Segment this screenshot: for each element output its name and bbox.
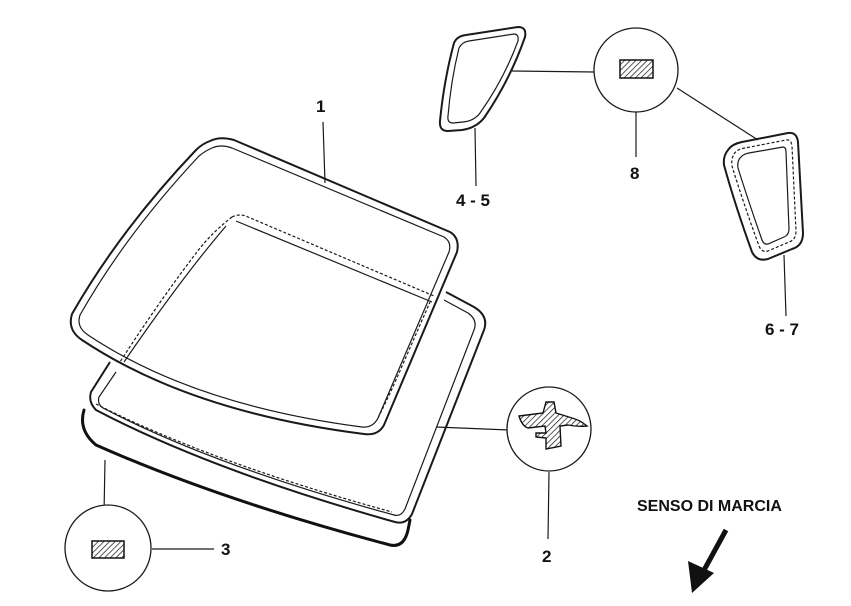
part-label-6-7: 6 - 7 bbox=[765, 320, 800, 339]
seal-detail-circle bbox=[64, 504, 152, 592]
quarter-glass-6-7 bbox=[722, 131, 804, 261]
quarter-seal-detail-circle bbox=[593, 27, 679, 113]
direction-label: SENSO DI MARCIA bbox=[637, 498, 782, 515]
part-label-8: 8 bbox=[630, 164, 640, 183]
part-label-2: 2 bbox=[542, 547, 552, 566]
hatched-section-icon bbox=[91, 540, 125, 559]
part-label-3: 3 bbox=[221, 540, 231, 559]
profile-section-icon bbox=[518, 401, 589, 450]
part-label-1: 1 bbox=[316, 97, 326, 116]
part-label-4-5: 4 - 5 bbox=[456, 191, 491, 210]
quarter-glass-4-5 bbox=[438, 26, 527, 132]
lower-glass-panel bbox=[89, 291, 487, 524]
leader-lines bbox=[103, 70, 787, 550]
hatched-section-icon bbox=[619, 59, 654, 79]
arrow-down-left-icon bbox=[688, 528, 729, 593]
molding-detail-circle bbox=[506, 386, 592, 472]
bottom-seal-strip bbox=[81, 408, 412, 547]
windshield-glass bbox=[69, 137, 459, 436]
